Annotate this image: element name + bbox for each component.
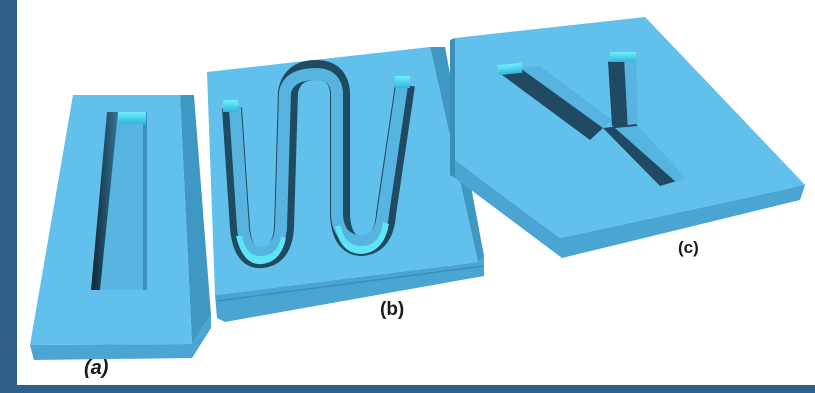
panel-c-left-branch-floor	[520, 66, 612, 128]
panel-a-channel-floor	[100, 112, 146, 290]
panel-c-stem-floor	[615, 126, 686, 182]
panel-c-stem-wall	[603, 124, 680, 186]
panel-c-left-inlet-highlight	[497, 62, 523, 76]
panel-a-channel-edge	[143, 112, 147, 290]
panel-b-outlet-highlight	[395, 76, 410, 88]
panel-a-front-face	[30, 315, 211, 360]
panel-b-label: (b)	[380, 299, 404, 320]
panel-b-front-edge	[216, 265, 484, 302]
panel-c-label: (c)	[678, 238, 699, 257]
panel-b-bend-highlight-right	[335, 222, 389, 254]
panel-a-side-face	[180, 95, 211, 344]
panel-a-block	[30, 95, 211, 360]
panel-b-inlet-highlight	[223, 100, 238, 112]
panel-c-right-inlet-highlight	[610, 52, 636, 62]
panel-c-right-branch-floor	[624, 52, 638, 130]
panel-c-right-branch-wall	[608, 56, 628, 130]
panel-b-channel-floor	[229, 68, 408, 260]
panel-b-front-face	[215, 256, 484, 322]
panel-b-bend-highlight-left	[236, 236, 286, 265]
panel-c-front-face	[455, 160, 805, 258]
panel-c-block	[450, 17, 805, 258]
panel-a-label: (a)	[84, 357, 109, 379]
panel-c-left-branch-wall	[498, 68, 603, 140]
panel-a-channel-highlight	[118, 112, 146, 124]
panel-c-left-face	[450, 38, 455, 178]
panel-b-block	[207, 47, 484, 322]
